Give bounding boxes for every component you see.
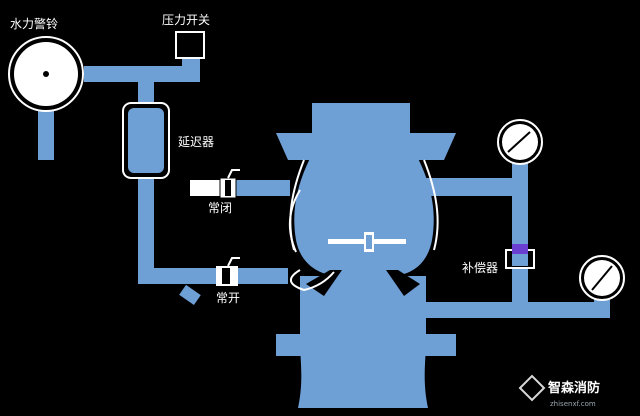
normally-open-valve xyxy=(216,257,240,286)
alarm-check-valve xyxy=(276,103,456,408)
pressure-switch-label: 压力开关 xyxy=(162,13,210,27)
right-pipe-network xyxy=(410,156,610,318)
retard-lower-pipe xyxy=(138,172,154,284)
watermark: 智森消防 zhisenxf.com xyxy=(518,374,600,408)
normally-open-label: 常开 xyxy=(216,291,240,305)
upper-pressure-gauge xyxy=(497,119,543,165)
valve-lower-body xyxy=(298,276,428,408)
bell-drain-pipe xyxy=(38,108,54,160)
watermark-domain: zhisenxf.com xyxy=(550,400,596,408)
watermark-logo-icon xyxy=(518,374,546,402)
pressure-switch xyxy=(175,31,205,59)
lower-pressure-gauge xyxy=(579,255,625,301)
gauge-top-riser xyxy=(512,156,528,196)
normally-closed-label: 常闭 xyxy=(208,201,232,215)
water-alarm-bell xyxy=(8,36,84,112)
pressure-switch-riser xyxy=(182,58,200,82)
lower-bypass-pipe xyxy=(410,302,610,318)
drain-stub xyxy=(179,284,201,306)
normally-open-pipe xyxy=(138,268,288,284)
compensator-label: 补偿器 xyxy=(462,260,498,275)
upper-bypass-pipe xyxy=(410,178,528,196)
valve-top-cap xyxy=(312,103,410,143)
seat-right-notch xyxy=(386,270,420,296)
retard-upper-pipe xyxy=(138,66,154,110)
valve-chamber xyxy=(294,143,434,276)
compensator xyxy=(505,244,535,269)
watermark-brand: 智森消防 xyxy=(548,380,600,396)
seat-left-notch xyxy=(306,270,342,296)
water-alarm-label: 水力警铃 xyxy=(10,16,58,31)
retard-chamber-label: 延迟器 xyxy=(178,135,214,149)
retard-chamber xyxy=(122,102,170,179)
normally-closed-valve xyxy=(190,169,240,199)
